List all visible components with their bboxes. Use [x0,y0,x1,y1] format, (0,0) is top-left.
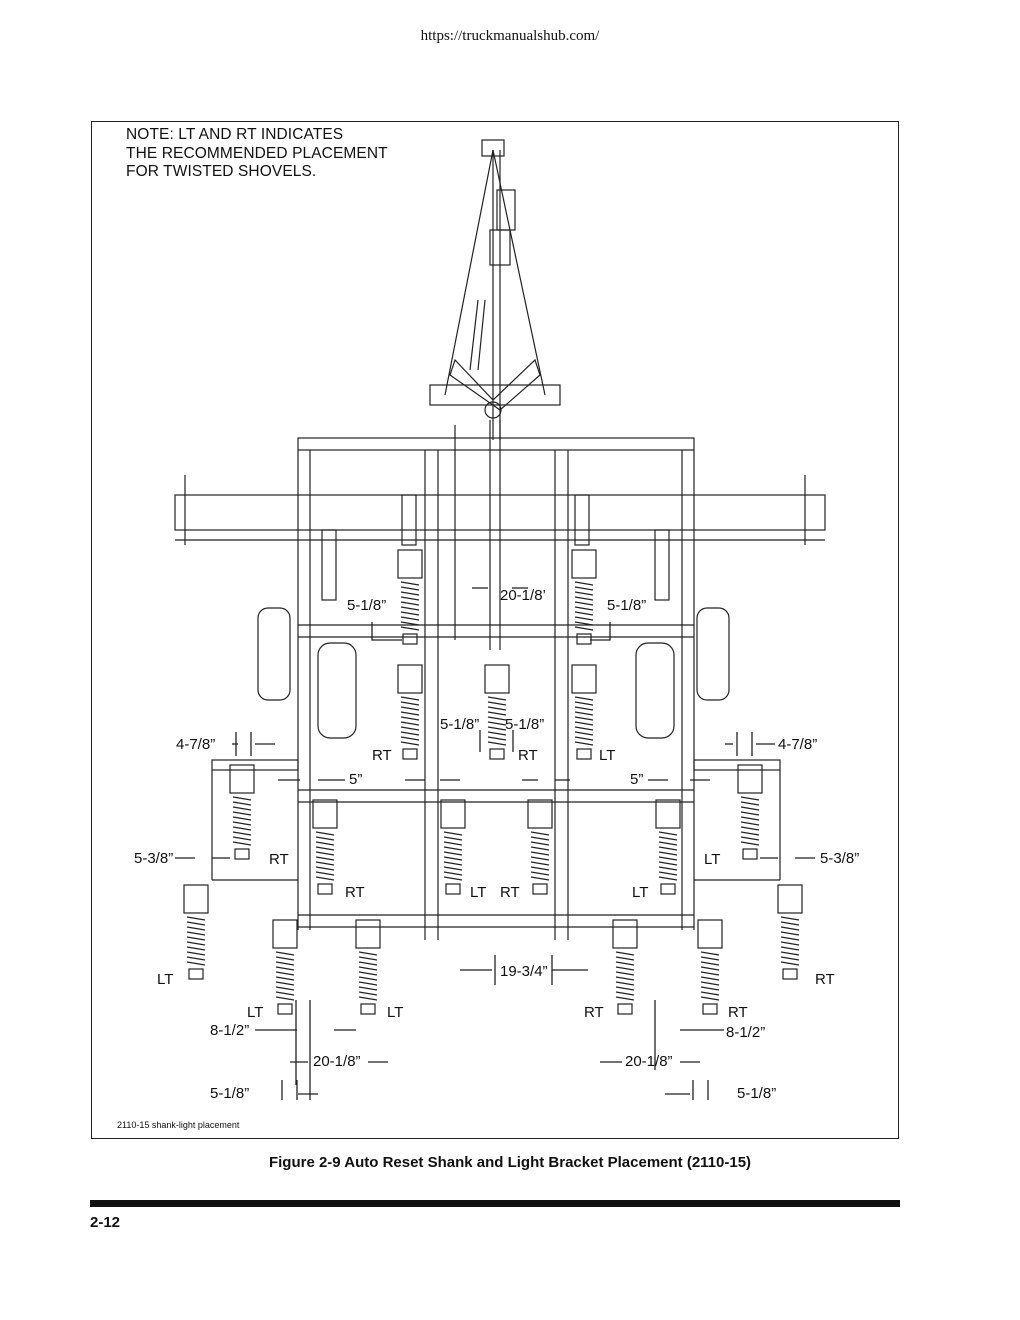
shank-label: LT [157,971,174,988]
shank-label: RT [584,1004,604,1021]
hitch-tongue [429,139,561,440]
shank-label: LT [387,1004,404,1021]
main-frame [297,420,695,940]
gauge-wheels [257,607,730,739]
dim-label: 20-1/8” [313,1053,361,1070]
shank [397,549,423,645]
shank [571,664,597,760]
figure-caption: Figure 2-9 Auto Reset Shank and Light Br… [268,1154,752,1171]
shank [440,799,466,895]
dim-label: 19-3/4” [500,963,548,980]
shank [312,799,338,895]
shank-label: LT [632,884,649,901]
shank [355,919,381,1015]
dim-label: 8-1/2” [210,1022,250,1039]
shank-label: RT [815,971,835,988]
shank [229,764,255,860]
shank [272,919,298,1015]
dimension-lines [175,587,815,1100]
shank-label: RT [345,884,365,901]
shank-label: LT [247,1004,264,1021]
shank-label: LT [599,747,616,764]
shank-label: RT [500,884,520,901]
dim-label: 5-3/8” [820,850,860,867]
dim-label: 5-1/8” [440,716,480,733]
shank [571,549,597,645]
cylinders [321,494,670,601]
figure-frame [91,121,899,1139]
dim-label: 4-7/8” [778,736,818,753]
shank [777,884,803,980]
shank-label: RT [269,851,289,868]
dim-label: 5” [349,771,363,788]
shank-label: LT [470,884,487,901]
figure-note: NOTE: LT AND RT INDICATES THE RECOMMENDE… [126,126,388,180]
shank [397,664,423,760]
shank [737,764,763,860]
header-url: https://truckmanualshub.com/ [420,28,600,44]
page-number: 2-12 [90,1214,121,1231]
shank [612,919,638,1015]
shank-group [183,549,803,1015]
shank-label: RT [518,747,538,764]
dim-label: 5-1/8” [505,716,545,733]
outer-wings [211,759,781,881]
dim-label: 5-1/8” [737,1085,777,1102]
shank [697,919,723,1015]
shank [183,884,209,980]
shank-label: RT [728,1004,748,1021]
dim-label: 20-1/8’ [500,587,546,604]
figure-reference: 2110-15 shank-light placement [117,1120,240,1130]
footer-rule [90,1200,900,1207]
dim-label: 5-1/8” [607,597,647,614]
dim-label: 5-1/8” [210,1085,250,1102]
dim-label: 5-1/8” [347,597,387,614]
dim-label: 5-3/8” [134,850,174,867]
harrow-bars [174,475,826,545]
shank [527,799,553,895]
dim-label: 4-7/8” [176,736,216,753]
shank [655,799,681,895]
shank-label: RT [372,747,392,764]
dim-label: 5” [630,771,644,788]
shank [484,664,510,760]
shank-label: LT [704,851,721,868]
dim-label: 8-1/2” [726,1024,766,1041]
dim-label: 20-1/8” [625,1053,673,1070]
